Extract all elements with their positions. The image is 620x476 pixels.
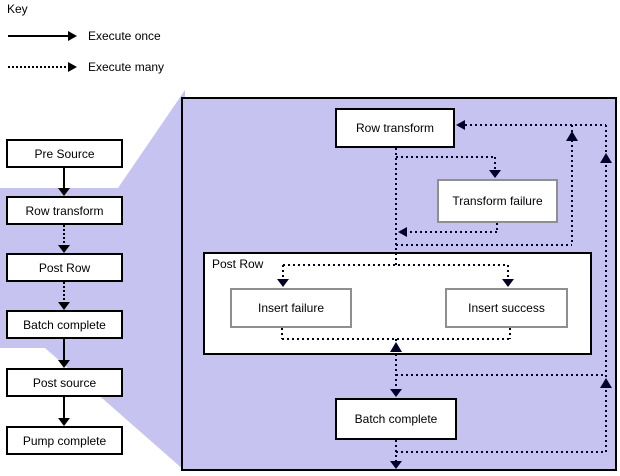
flow-box-post-source: Post source xyxy=(6,368,123,397)
panel-box-insert-success: Insert success xyxy=(445,288,568,328)
key-title: Key xyxy=(7,2,28,16)
panel-box-transform-failure: Transform failure xyxy=(437,179,558,223)
execute-once-label: Execute once xyxy=(88,29,161,43)
flow-box-pre-source: Pre Source xyxy=(6,139,123,168)
flow-box-row-transform: Row transform xyxy=(6,196,123,225)
flow-box-batch-complete: Batch complete xyxy=(6,310,123,339)
panel-box-batch-complete: Batch complete xyxy=(335,398,457,440)
flow-box-pump-complete: Pump complete xyxy=(6,426,123,455)
panel-box-row-transform: Row transform xyxy=(335,108,455,148)
panel-post-row-label: Post Row xyxy=(212,257,264,271)
flow-box-post-row: Post Row xyxy=(6,253,123,282)
execute-many-label: Execute many xyxy=(88,60,165,74)
panel-box-insert-failure: Insert failure xyxy=(230,288,352,328)
